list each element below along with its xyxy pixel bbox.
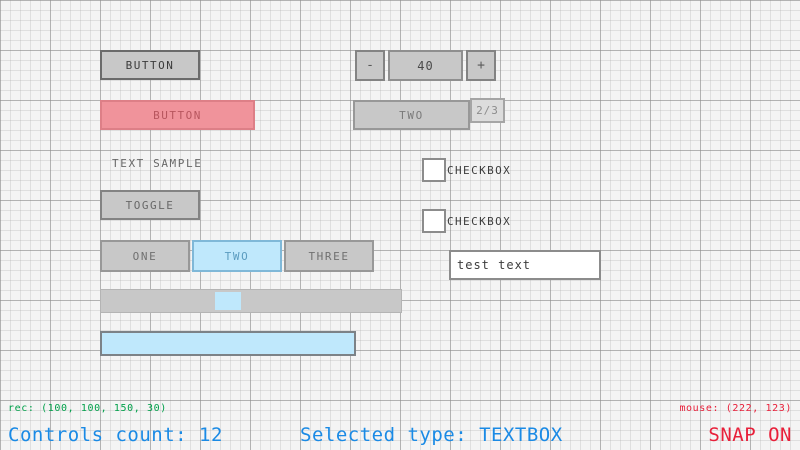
checkbox-box-2[interactable]: [422, 209, 446, 233]
button-pressed-label: BUTTON: [153, 108, 202, 122]
rec-readout: rec: (100, 100, 150, 30): [8, 403, 167, 414]
dropdown-box[interactable]: TWO: [353, 100, 470, 130]
slider-handle[interactable]: [215, 292, 241, 310]
toggle-button[interactable]: TOGGLE: [100, 190, 200, 220]
spinner-increment-label: +: [477, 58, 485, 73]
progress-bar-fill: [102, 333, 354, 354]
checkbox-row-2[interactable]: CHECKBOX: [422, 209, 572, 233]
textbox[interactable]: test text: [449, 250, 601, 280]
checkbox-label-1: CHECKBOX: [447, 163, 512, 177]
checkbox-box-1[interactable]: [422, 158, 446, 182]
slider-track[interactable]: [100, 289, 402, 313]
button-pressed[interactable]: BUTTON: [100, 100, 255, 130]
mouse-readout-text: mouse: (222, 123): [679, 403, 792, 414]
text-sample-label: TEXT SAMPLE: [112, 152, 272, 174]
mouse-readout: mouse: (222, 123): [679, 403, 792, 414]
dropdown-counter-badge: 2/3: [470, 98, 505, 123]
toggle-group-item-one[interactable]: ONE: [100, 240, 190, 272]
spinner-decrement-button[interactable]: -: [355, 50, 385, 81]
spinner-value: 40: [417, 58, 434, 73]
toggle-group-item-two[interactable]: TWO: [192, 240, 282, 272]
toggle-group-item-three-label: THREE: [308, 249, 350, 263]
toggle-group-item-three[interactable]: THREE: [284, 240, 374, 272]
controls-count-readout: Controls count: 12: [8, 424, 223, 446]
text-sample-label-text: TEXT SAMPLE: [112, 156, 203, 170]
rec-readout-text: rec: (100, 100, 150, 30): [8, 403, 167, 414]
snap-status-text: SNAP ON: [708, 424, 792, 446]
progress-bar: [100, 331, 356, 356]
controls-count-text: Controls count: 12: [8, 424, 223, 446]
spinner-increment-button[interactable]: +: [466, 50, 496, 81]
dropdown-counter-label: 2/3: [476, 104, 499, 117]
button-default[interactable]: BUTTON: [100, 50, 200, 80]
snap-status-readout: SNAP ON: [708, 424, 792, 446]
selected-type-text: Selected type: TEXTBOX: [300, 424, 563, 446]
selected-type-readout: Selected type: TEXTBOX: [300, 424, 563, 446]
button-default-label: BUTTON: [125, 58, 175, 72]
toggle-group-item-one-label: ONE: [132, 249, 158, 263]
spinner-decrement-label: -: [366, 58, 374, 73]
toggle-button-label: TOGGLE: [125, 198, 175, 212]
toggle-group-item-two-label: TWO: [224, 249, 250, 263]
textbox-value: test text: [457, 258, 532, 272]
dropdown-selected-label: TWO: [399, 108, 424, 122]
checkbox-label-2: CHECKBOX: [447, 214, 512, 228]
spinner-value-field[interactable]: 40: [388, 50, 463, 81]
checkbox-row-1[interactable]: CHECKBOX: [422, 158, 572, 182]
